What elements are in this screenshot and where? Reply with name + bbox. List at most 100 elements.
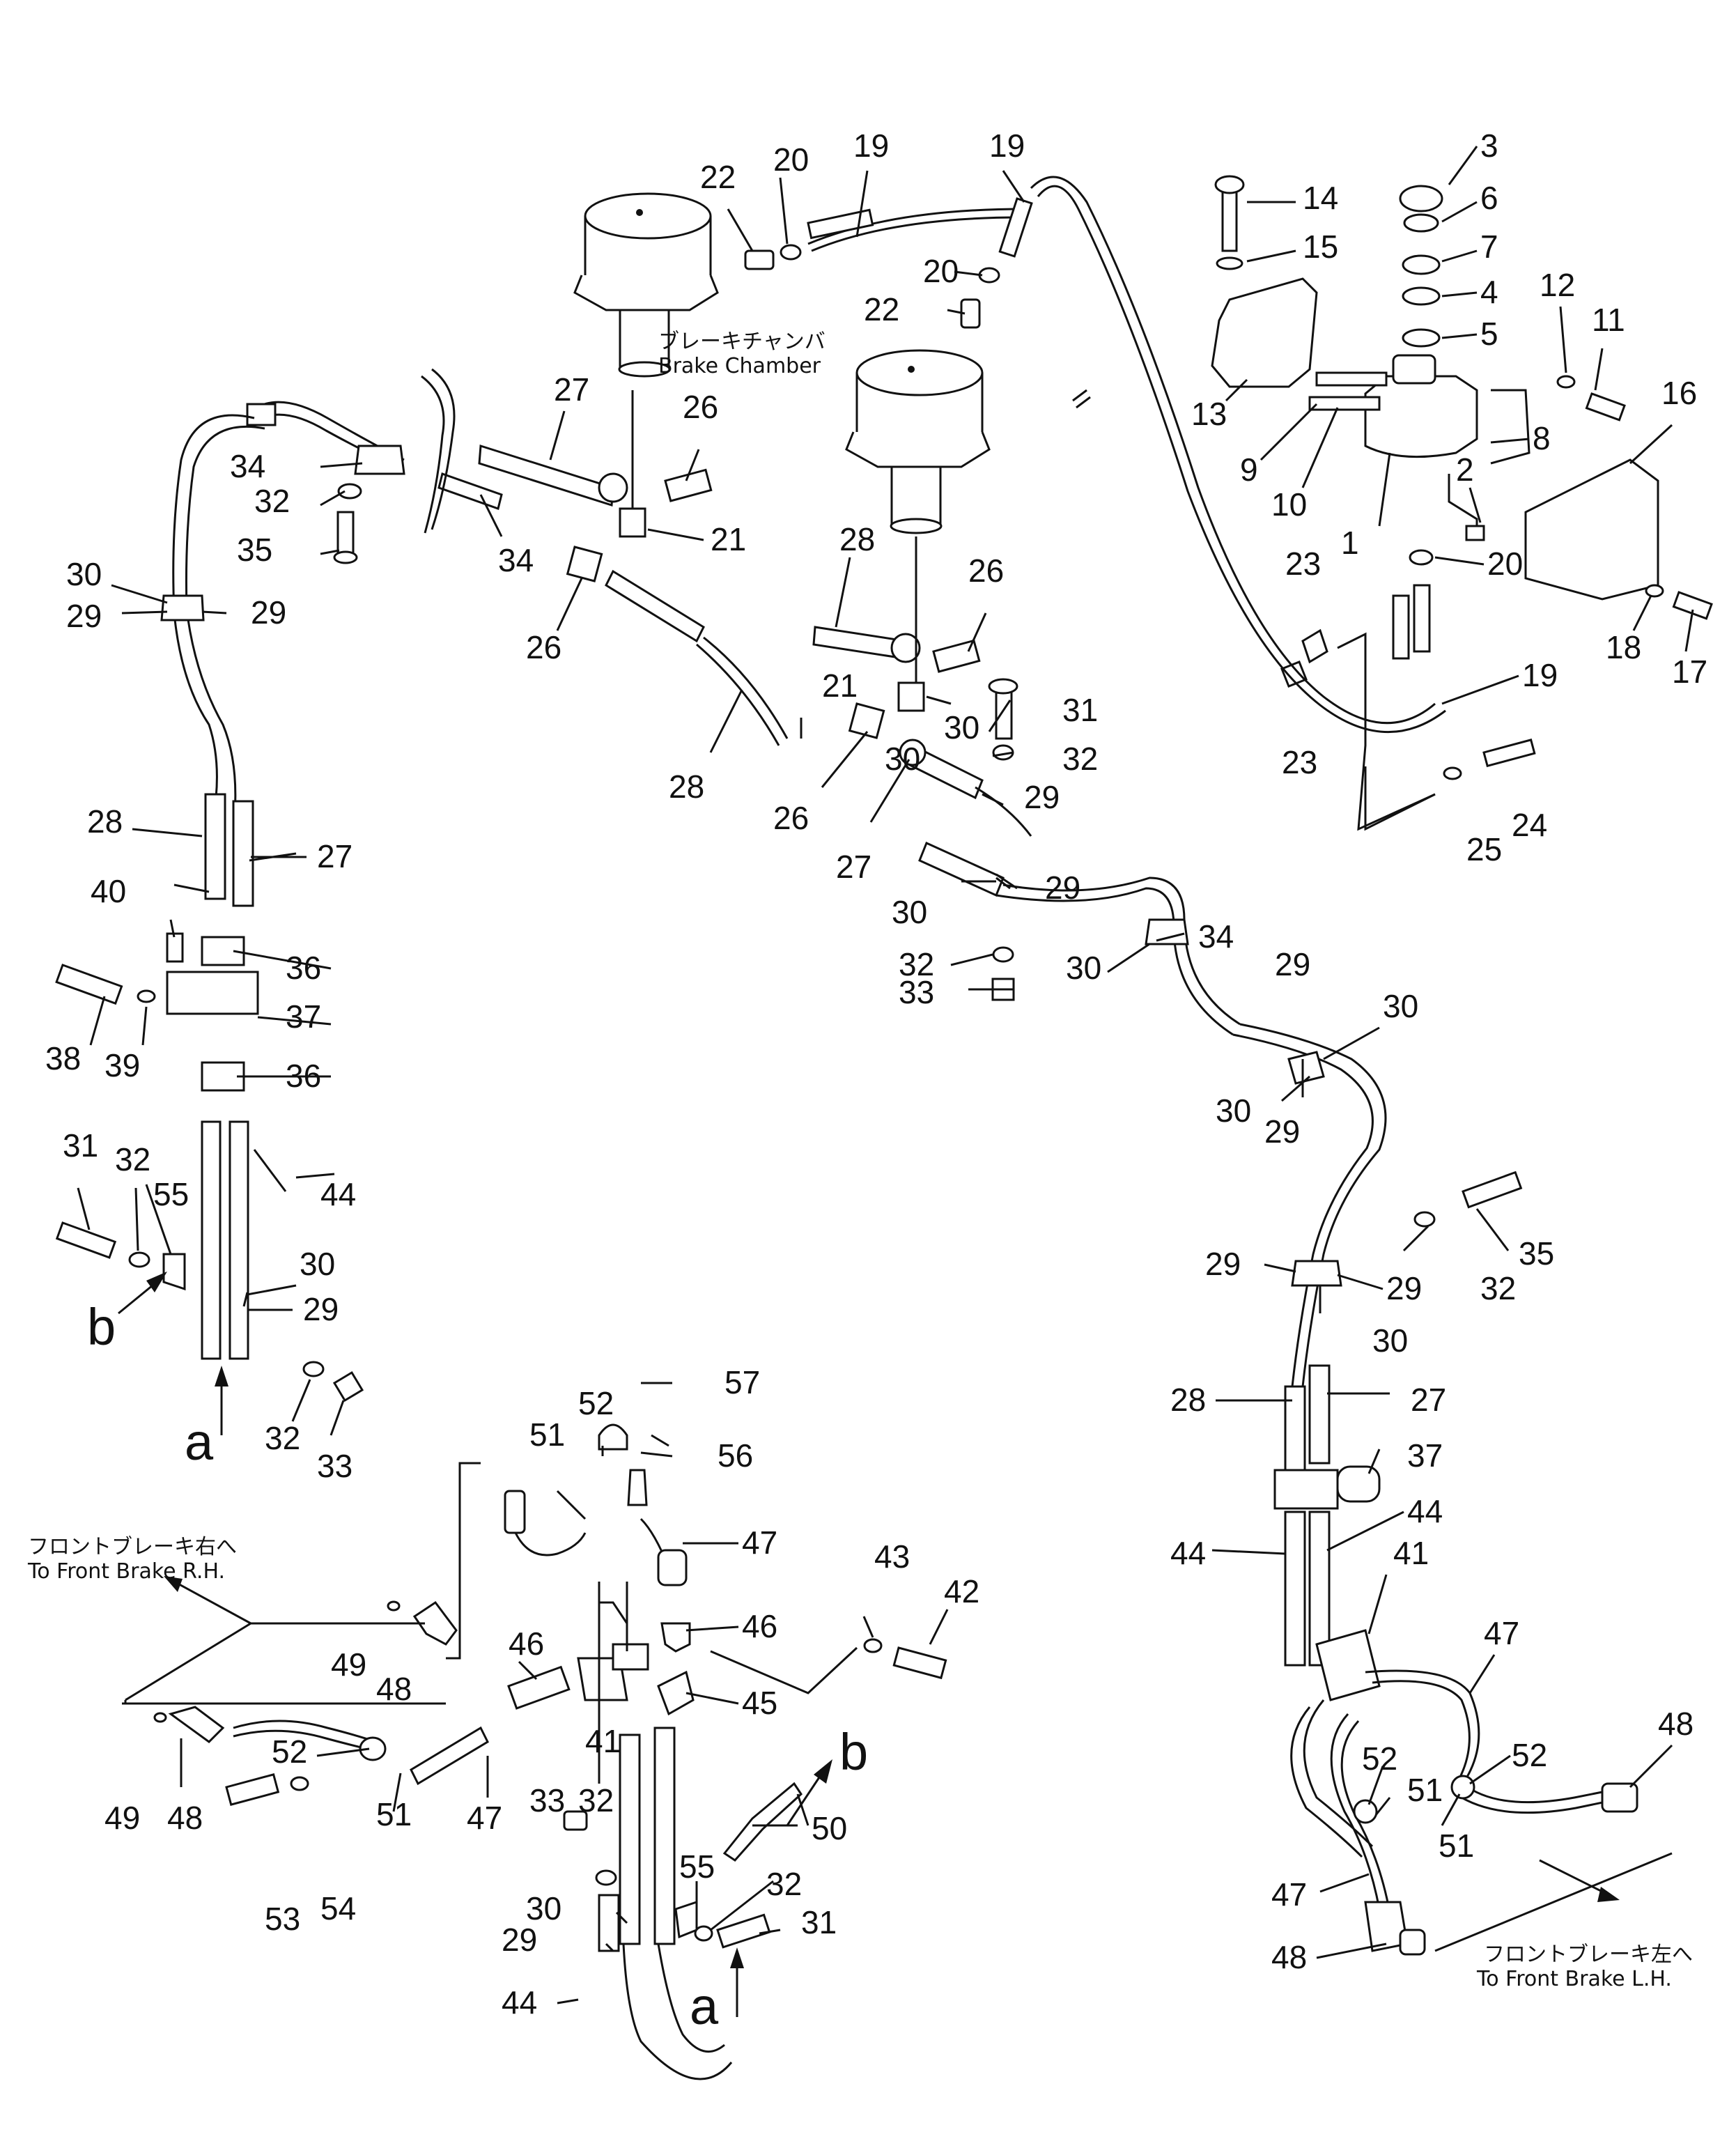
brake-chamber-left xyxy=(573,192,719,378)
callout-26-c: 26 xyxy=(968,553,1004,589)
callout-16: 16 xyxy=(1661,375,1697,411)
callout-51-a: 51 xyxy=(529,1416,565,1453)
callout-23-a: 23 xyxy=(1285,546,1321,582)
callout-45: 45 xyxy=(742,1685,777,1721)
callout-14: 14 xyxy=(1303,180,1338,216)
block-41-right xyxy=(1290,1629,1638,1956)
callout-18: 18 xyxy=(1606,629,1641,665)
view-letter-b-left: b xyxy=(87,1298,116,1356)
callout-36-a: 36 xyxy=(286,950,321,986)
callout-32-a: 32 xyxy=(254,483,290,519)
callout-30-j: 30 xyxy=(885,741,920,777)
note-brake-chamber-jp: ブレーキチャンバ xyxy=(658,330,826,354)
callout-44-a: 44 xyxy=(320,1176,356,1212)
callout-32-g: 32 xyxy=(578,1782,614,1818)
callout-6: 6 xyxy=(1480,180,1498,216)
callout-32-h: 32 xyxy=(766,1866,802,1902)
clamp-34-upper xyxy=(333,445,405,564)
view-letter-b-center: b xyxy=(839,1723,868,1781)
callout-3: 3 xyxy=(1480,128,1498,164)
callout-21-b: 21 xyxy=(822,667,858,704)
callout-30-h: 30 xyxy=(300,1246,335,1282)
callout-51-b: 51 xyxy=(1407,1772,1443,1808)
note-front-rh-en: To Front Brake R.H. xyxy=(27,1559,225,1584)
callout-2: 2 xyxy=(1456,451,1474,488)
callout-20-b: 20 xyxy=(923,253,959,289)
callout-29-d: 29 xyxy=(1045,870,1080,906)
callout-12: 12 xyxy=(1540,267,1575,303)
tank-support-brackets xyxy=(1490,375,1713,620)
callout-44-c: 44 xyxy=(1170,1535,1206,1571)
chamber-fittings xyxy=(744,244,1000,329)
view-letter-a-left: a xyxy=(185,1413,214,1471)
callout-47-d: 47 xyxy=(1271,1876,1307,1913)
callout-24: 24 xyxy=(1512,807,1547,843)
callout-32-e: 32 xyxy=(115,1141,150,1177)
callout-34-b: 34 xyxy=(498,542,534,578)
callout-26-a: 26 xyxy=(683,389,718,425)
callout-20-a: 20 xyxy=(773,141,809,178)
callout-34-c: 34 xyxy=(1198,918,1234,955)
callout-30-f: 30 xyxy=(1216,1092,1251,1129)
callout-53: 53 xyxy=(265,1901,300,1937)
callout-9: 9 xyxy=(1240,451,1258,488)
callout-35-b: 35 xyxy=(1519,1235,1554,1272)
view-letter-a-center: a xyxy=(690,1977,719,2035)
note-front-lh-jp: フロントブレーキ左へ xyxy=(1484,1942,1693,1967)
callout-5: 5 xyxy=(1480,316,1498,352)
callout-36-b: 36 xyxy=(286,1058,321,1094)
callout-26-d: 26 xyxy=(773,800,809,836)
callout-30-a: 30 xyxy=(66,556,102,592)
callout-29-g: 29 xyxy=(1205,1246,1241,1282)
callout-19-a: 19 xyxy=(853,128,889,164)
callout-15: 15 xyxy=(1303,229,1338,265)
callout-39: 39 xyxy=(104,1047,140,1083)
callout-27-c: 27 xyxy=(317,838,352,874)
note-front-lh-en: To Front Brake L.H. xyxy=(1476,1967,1672,1991)
callout-40: 40 xyxy=(91,873,126,909)
callout-28-c: 28 xyxy=(87,803,123,840)
callout-44-d: 44 xyxy=(502,1984,537,2021)
callout-19-b: 19 xyxy=(989,128,1025,164)
callout-37-b: 37 xyxy=(1407,1437,1443,1474)
callout-31-c: 31 xyxy=(801,1904,837,1940)
callout-41-b: 41 xyxy=(585,1723,621,1759)
callout-30-i: 30 xyxy=(526,1890,561,1926)
callout-30-g: 30 xyxy=(1372,1322,1408,1359)
callout-57: 57 xyxy=(724,1364,760,1400)
callout-48-b: 48 xyxy=(376,1671,412,1707)
callout-46-a: 46 xyxy=(742,1608,777,1644)
callout-29-i: 29 xyxy=(303,1291,339,1327)
callout-7: 7 xyxy=(1480,229,1498,265)
callout-17: 17 xyxy=(1672,654,1707,690)
callout-56: 56 xyxy=(718,1437,753,1474)
callout-8: 8 xyxy=(1533,420,1551,456)
callout-27-d: 27 xyxy=(1411,1382,1446,1418)
callout-52-a: 52 xyxy=(578,1385,614,1421)
callout-29-a: 29 xyxy=(66,598,102,634)
callout-48-c: 48 xyxy=(167,1800,203,1836)
callout-51-c: 51 xyxy=(1439,1828,1474,1864)
hoses-27-28-upper xyxy=(246,368,628,534)
hose-19 xyxy=(807,176,1446,734)
callout-29-h: 29 xyxy=(1386,1270,1422,1306)
callout-1: 1 xyxy=(1341,525,1359,561)
callout-26-b: 26 xyxy=(526,629,561,665)
callout-33-b: 33 xyxy=(317,1448,352,1484)
callout-33-c: 33 xyxy=(529,1782,565,1818)
reservoir-tank xyxy=(1364,185,1485,541)
callout-32-d: 32 xyxy=(1480,1270,1516,1306)
right-hose-run xyxy=(1232,1023,1523,1667)
callout-19-c: 19 xyxy=(1522,657,1558,693)
callout-48-d: 48 xyxy=(1271,1939,1307,1975)
callout-30-c: 30 xyxy=(892,894,927,930)
callout-31-a: 31 xyxy=(1062,692,1098,728)
callout-11: 11 xyxy=(1592,302,1625,338)
callout-21-a: 21 xyxy=(711,521,746,557)
hoses-44-center xyxy=(563,1727,803,2080)
brake-chamber-right xyxy=(845,349,991,534)
callout-37-a: 37 xyxy=(286,998,321,1035)
callout-23-b: 23 xyxy=(1282,744,1317,780)
callout-47-a: 47 xyxy=(742,1524,777,1561)
